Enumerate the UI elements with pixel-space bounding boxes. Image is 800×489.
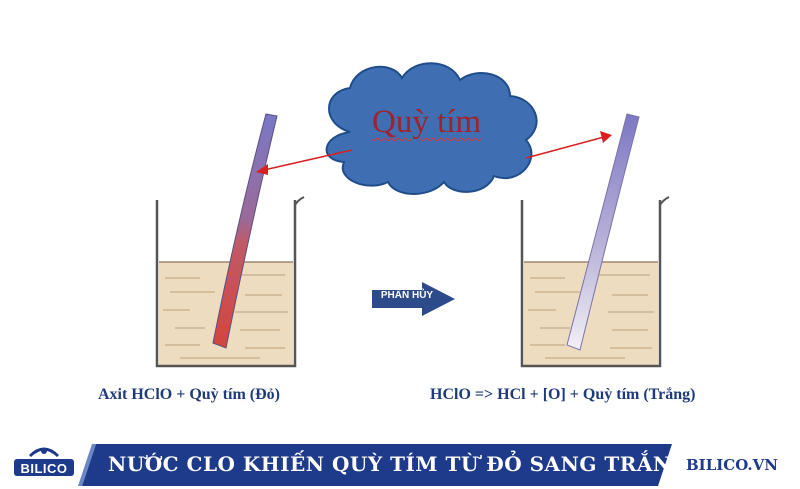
bilico-logo [14, 447, 74, 476]
process-arrow [372, 282, 455, 316]
pointer-arrow-right [525, 131, 612, 159]
cloud-label: Quỳ tím [372, 104, 482, 140]
right-litmus-strip [566, 113, 640, 351]
cloud-shape [325, 62, 538, 195]
website-label[interactable]: BILICO.VN [686, 456, 778, 474]
caption-right: HClO => HCl + [O] + Quỳ tím (Trắng) [430, 386, 696, 403]
pointer-arrow-left [256, 149, 353, 175]
right-solution-texture [528, 274, 654, 359]
banner-title: NƯỚC CLO KHIẾN QUỲ TÍM TỪ ĐỎ SANG TRẮNG [108, 452, 690, 476]
process-arrow-label: PHÂN HỦY [380, 290, 434, 301]
caption-left: Axit HClO + Quỳ tím (Đỏ) [98, 386, 280, 403]
logo-text: BILICO [20, 461, 68, 476]
left-solution-texture [163, 274, 288, 359]
bottom-banner [0, 440, 800, 489]
